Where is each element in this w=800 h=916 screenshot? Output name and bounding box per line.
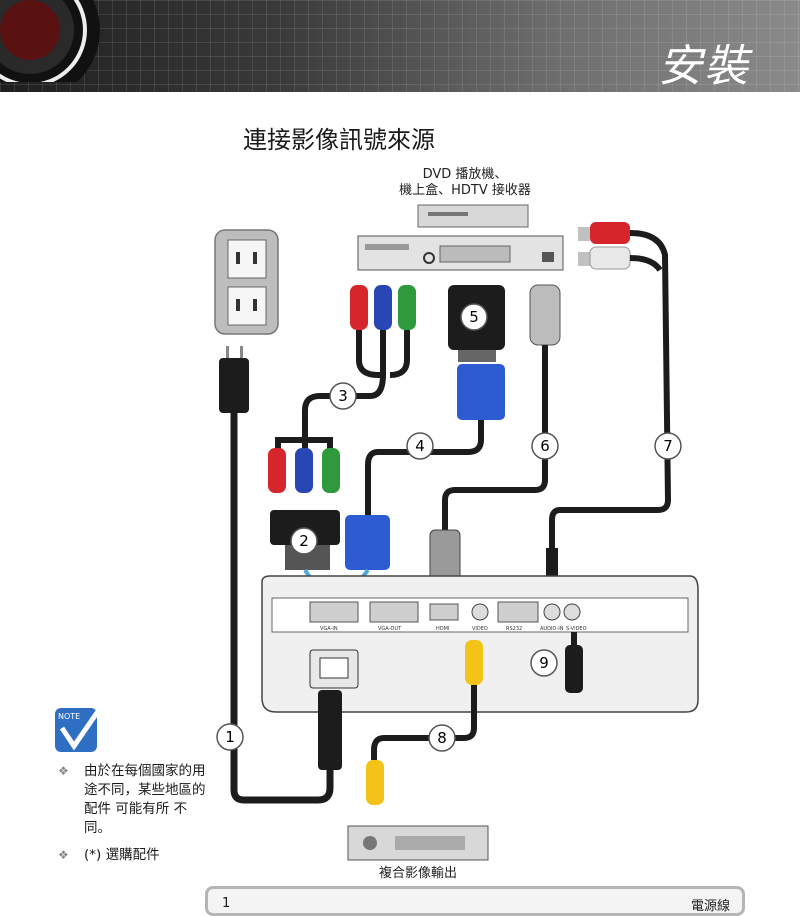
port-label: HDMI [436, 626, 449, 632]
note-text: (*) 選購配件 [84, 847, 160, 863]
composite-plug-lower [366, 760, 384, 805]
header-title: 安裝 [658, 41, 750, 92]
composite-cable-8 [371, 685, 477, 760]
page-title: 連接影像訊號來源 [243, 126, 435, 154]
port-vga-in [309, 601, 359, 623]
cable-number-8: 8 [437, 729, 447, 747]
cable-number-6: 6 [540, 437, 550, 455]
audio-cable-7-branch [629, 255, 663, 272]
cable-number-7: 7 [663, 437, 673, 455]
audio-cable-7 [549, 230, 672, 548]
dvd-label-line1: DVD 播放機、 [422, 167, 508, 182]
component-plugs-bottom [268, 448, 340, 493]
cable-table: 1 電源線 [205, 886, 745, 916]
note-list: ❖ 由於在每個國家的用途不同，某些地區的配件 可能有所 不同。 ❖ (*) 選購… [58, 762, 208, 873]
cable-number-9: 9 [539, 654, 549, 672]
note-item: ❖ 由於在每個國家的用途不同，某些地區的配件 可能有所 不同。 [58, 762, 208, 838]
port-vga-out [369, 601, 419, 623]
port-label: RS232 [506, 626, 522, 632]
wall-outlet [214, 229, 279, 335]
note-badge-label: NOTE [58, 712, 80, 721]
port-svideo [563, 603, 581, 621]
svideo-plug-9 [565, 645, 583, 693]
note-badge-icon: NOTE [55, 702, 106, 752]
dvd-label-line2: 機上盒、HDTV 接收器 [399, 183, 531, 198]
port-hdmi [429, 603, 459, 621]
note-text: 由於在每個國家的用途不同，某些地區的配件 可能有所 不同。 [84, 763, 206, 836]
power-cable [230, 413, 334, 804]
cable-number-markers: 1 2 3 4 5 6 7 8 9 [216, 303, 682, 752]
vga-plug-upper [457, 364, 505, 420]
lens-graphic [0, 0, 100, 82]
cable-number-4: 4 [415, 437, 425, 455]
svideo-plug-top [529, 284, 561, 346]
component-cable-3 [302, 330, 387, 440]
note-item: ❖ (*) 選購配件 [58, 846, 208, 865]
audio-rca-plugs [578, 222, 631, 270]
power-plug [219, 346, 249, 413]
cable-number-3: 3 [338, 387, 348, 405]
port-label: VIDEO [472, 626, 488, 632]
composite-plug-upper [465, 640, 483, 685]
cable-number-1: 1 [225, 728, 235, 746]
port-audio-in [543, 603, 561, 621]
composite-label: 複合影像輸出 [378, 866, 457, 881]
port-label: VGA-IN [320, 626, 338, 632]
dvd-player [357, 204, 564, 271]
hdmi-cable-6 [442, 345, 548, 530]
bullet-icon: ❖ [58, 764, 69, 778]
composite-source-device [347, 825, 489, 861]
header-banner: 安裝 [0, 0, 800, 92]
port-label: S-VIDEO [566, 626, 587, 632]
port-video [471, 603, 489, 621]
port-label: VGA-OUT [378, 626, 402, 632]
dvd-label: DVD 播放機、 機上盒、HDTV 接收器 [380, 167, 550, 199]
header-grid-pattern [0, 0, 800, 92]
cable-number-5: 5 [469, 308, 479, 326]
port-rs232 [497, 601, 539, 623]
table-row-number: 1 [222, 896, 231, 911]
bullet-icon: ❖ [58, 848, 69, 862]
table-row-label: 電源線 [690, 899, 730, 914]
component-plugs-top [350, 285, 416, 330]
vga-plug-lower [345, 515, 390, 570]
power-cord-plug [318, 690, 342, 770]
audio-jack-plug [546, 548, 558, 578]
port-label: AUDIO-IN [540, 626, 564, 632]
cable-number-2: 2 [299, 532, 309, 550]
